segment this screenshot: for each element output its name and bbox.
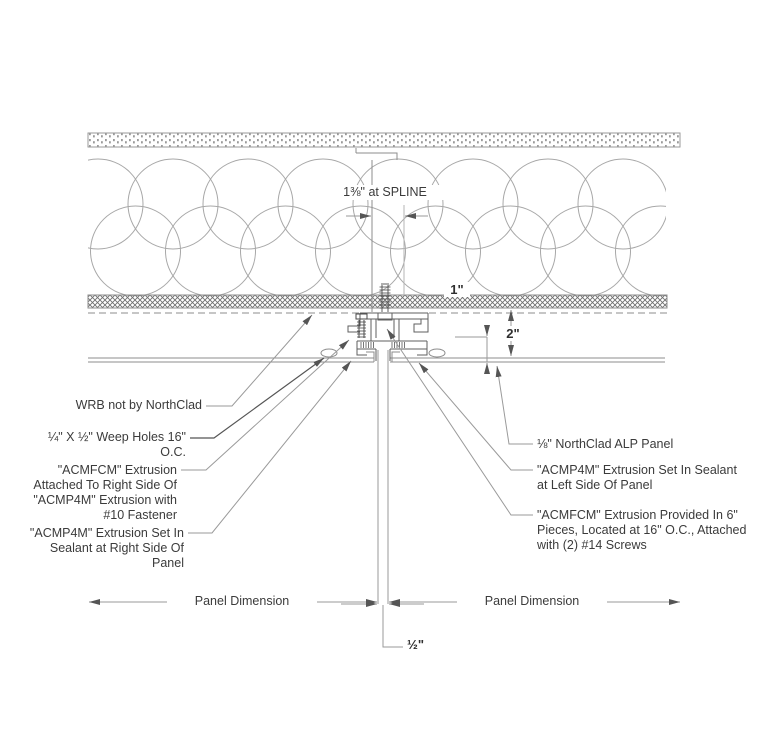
callout-acmp4m-left-line2: at Left Side Of Panel bbox=[537, 478, 653, 492]
alp-panel-lines bbox=[88, 351, 665, 363]
substrate-stipple-band bbox=[87, 132, 681, 148]
callout-weep-holes: ¼" X ½" Weep Holes 16" O.C. bbox=[18, 430, 186, 460]
callout-acmfcm-att-line3: "ACMP4M" Extrusion with bbox=[33, 493, 177, 507]
callout-acmfcm-att-line2: Attached To Right Side Of bbox=[33, 478, 177, 492]
panel-dimension-left-label: Panel Dimension bbox=[167, 594, 317, 609]
rigid-board-hatch-strip bbox=[87, 294, 668, 309]
dimension-half-inch-label: ½" bbox=[406, 637, 442, 652]
callout-acmfcm-provided: "ACMFCM" Extrusion Provided In 6" Pieces… bbox=[537, 508, 768, 553]
callout-acmp4m-left-line1: "ACMP4M" Extrusion Set In Sealant bbox=[537, 463, 737, 477]
leader-acmfcm-provided bbox=[386, 328, 533, 516]
leader-acmp4m-right bbox=[188, 360, 352, 534]
dimension-1in-label: 1" bbox=[444, 282, 470, 297]
callout-acmp4m-right-line2: Sealant at Right Side Of bbox=[49, 541, 184, 555]
leader-wrb bbox=[206, 314, 313, 407]
dimension-spline-label: 1⅜" at SPLINE bbox=[308, 185, 462, 200]
leader-alp-panel bbox=[495, 365, 533, 445]
callout-acmfcm-prov-line1: "ACMFCM" Extrusion Provided In 6" bbox=[537, 508, 738, 522]
callout-acmfcm-attached: "ACMFCM" Extrusion Attached To Right Sid… bbox=[0, 463, 177, 523]
callout-acmfcm-prov-line3: with (2) #14 Screws bbox=[537, 538, 647, 552]
callout-acmp4m-right: "ACMP4M" Extrusion Set In Sealant at Rig… bbox=[10, 526, 184, 571]
weep-hole-right bbox=[428, 348, 446, 358]
batt-insulation-pattern bbox=[88, 158, 666, 296]
callout-acmp4m-left: "ACMP4M" Extrusion Set In Sealant at Lef… bbox=[537, 463, 762, 493]
leader-lines bbox=[181, 314, 533, 534]
dimension-panel-offset bbox=[455, 325, 490, 374]
callout-alp-panel: ⅛" NorthClad ALP Panel bbox=[537, 437, 737, 452]
leader-acmfcm-attached bbox=[181, 339, 350, 471]
panel-dimension-right-label: Panel Dimension bbox=[457, 594, 607, 609]
extrusion-assembly bbox=[347, 283, 429, 361]
leader-weep-holes bbox=[190, 357, 325, 439]
joint-gap-lines bbox=[377, 350, 403, 648]
callout-weep-line1: ¼" X ½" Weep Holes 16" bbox=[47, 430, 186, 444]
callout-wrb: WRB not by NorthClad bbox=[30, 398, 202, 413]
callout-acmfcm-prov-line2: Pieces, Located at 16" O.C., Attached bbox=[537, 523, 747, 537]
callout-wrb-line: WRB not by NorthClad bbox=[75, 398, 202, 412]
callout-acmp4m-right-line3: Panel bbox=[152, 556, 184, 570]
dimension-2in-label: 2" bbox=[499, 326, 527, 341]
leader-acmp4m-left bbox=[418, 362, 533, 471]
callout-alp-line1: ⅛" NorthClad ALP Panel bbox=[537, 437, 674, 451]
callout-acmfcm-att-line1: "ACMFCM" Extrusion bbox=[57, 463, 177, 477]
callout-acmfcm-att-line4: #10 Fastener bbox=[103, 508, 177, 522]
callout-acmp4m-right-line1: "ACMP4M" Extrusion Set In bbox=[29, 526, 184, 540]
callout-weep-line2: O.C. bbox=[160, 445, 186, 459]
